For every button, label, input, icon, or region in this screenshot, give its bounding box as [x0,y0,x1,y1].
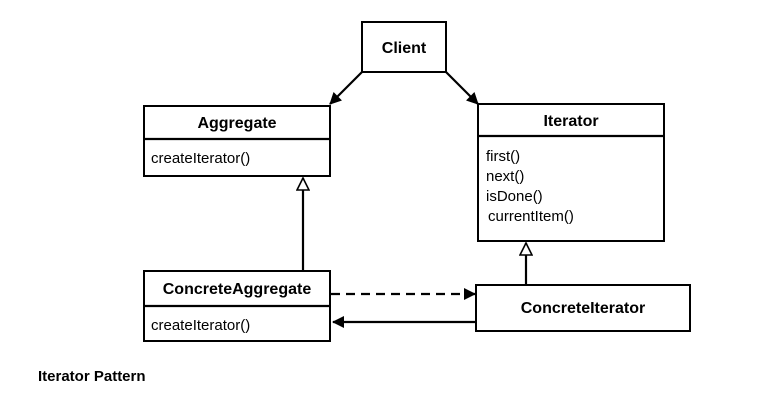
diagram-caption: Iterator Pattern [38,368,146,385]
client-to-aggregate-arrow [329,71,363,105]
method-isdone: isDone() [486,188,543,205]
client-to-iterator-arrow [445,71,479,105]
method-createiterator: createIterator() [151,317,250,334]
class-concreteiterator: ConcreteIterator [475,284,691,332]
method-next: next() [486,168,524,185]
method-createiterator: createIterator() [151,150,250,167]
method-currentitem: currentItem() [488,208,574,225]
class-name: Iterator [543,113,598,130]
method-first: first() [486,148,520,165]
class-name: ConcreteIterator [521,300,645,317]
class-name: Client [382,40,427,57]
class-iterator: Iterator first() next() isDone() current… [477,103,665,242]
class-aggregate: Aggregate createIterator() [143,105,331,177]
class-concreteaggregate: ConcreteAggregate createIterator() [143,270,331,342]
class-name: Aggregate [197,115,276,132]
class-name: ConcreteAggregate [163,281,312,298]
class-client: Client [361,21,447,73]
